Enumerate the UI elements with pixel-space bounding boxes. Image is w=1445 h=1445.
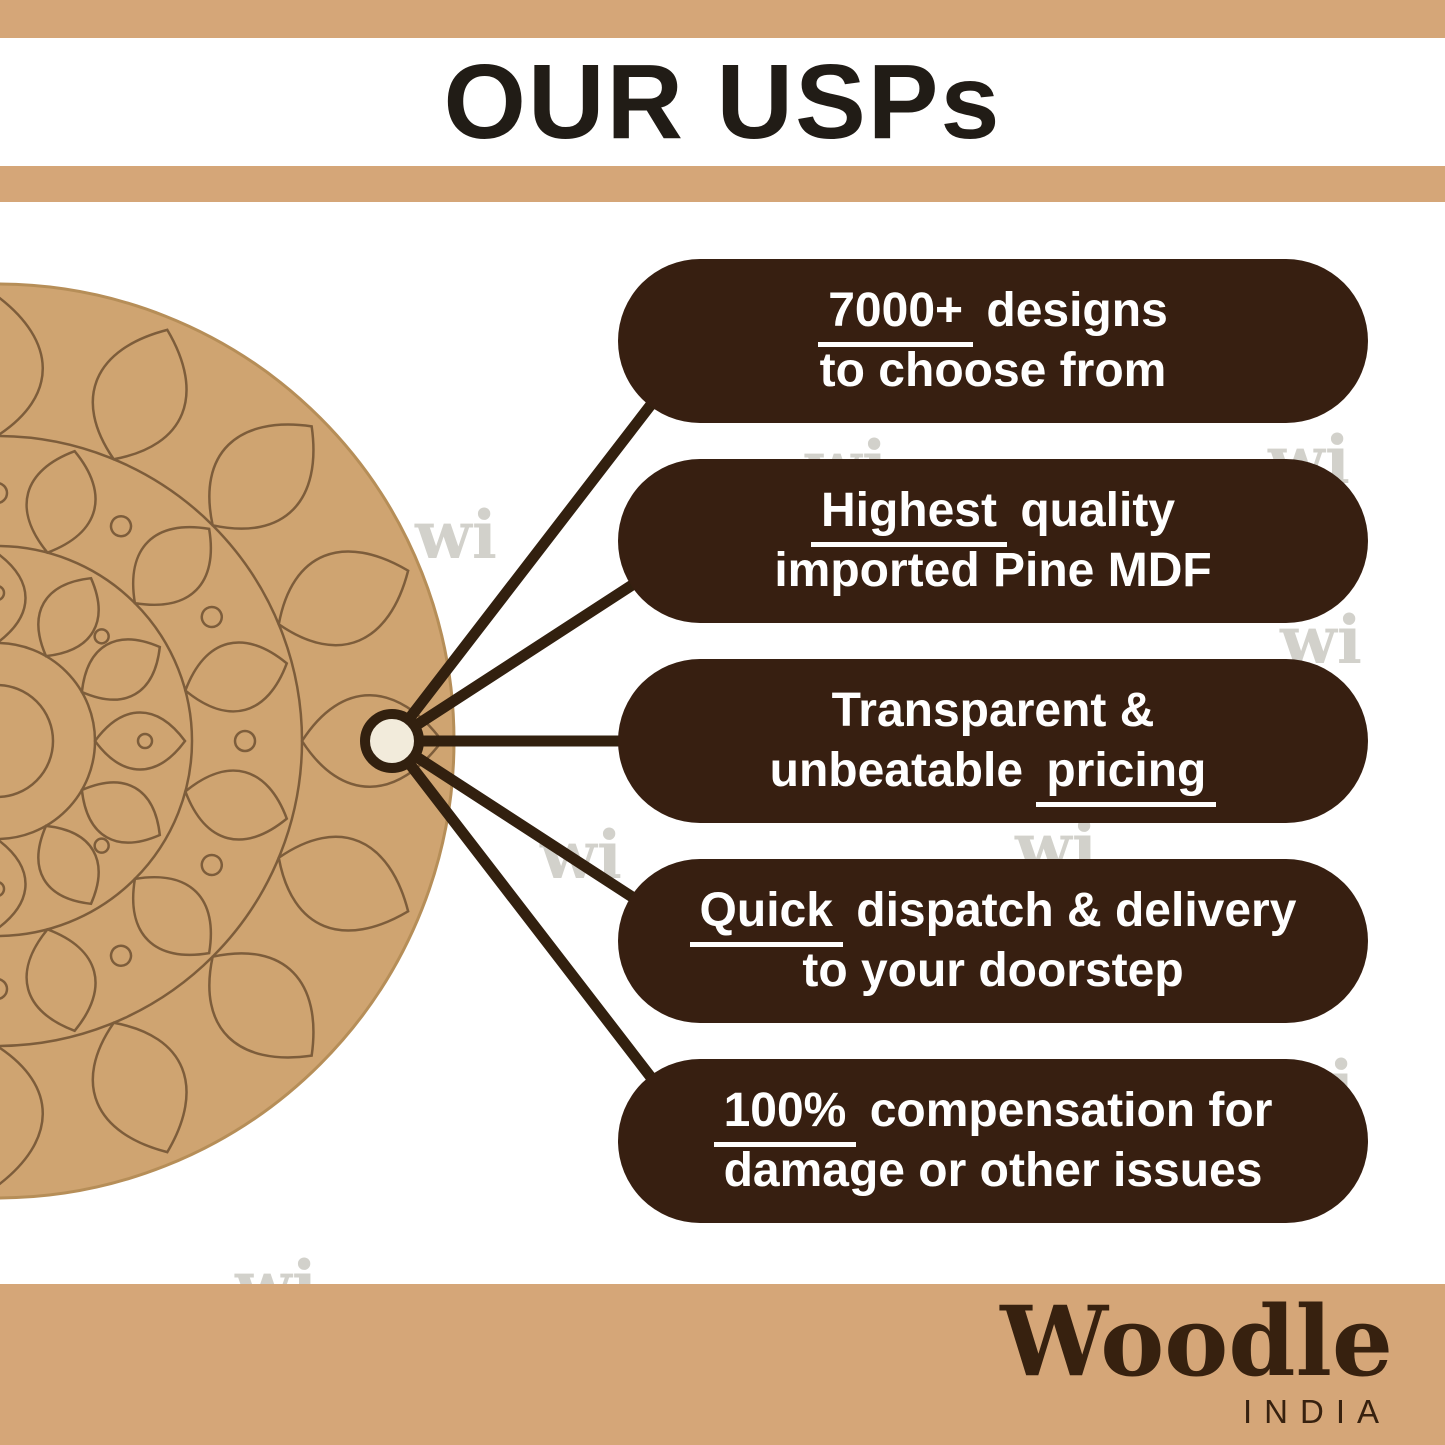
usp-text: quality xyxy=(1006,484,1176,537)
usp-text-underlined: 7000+ xyxy=(818,284,974,347)
usp-line: damage or other issues xyxy=(724,1141,1263,1201)
usp-text: to your doorstep xyxy=(802,944,1184,997)
usp-text: imported Pine MDF xyxy=(774,544,1212,597)
sub-accent-band xyxy=(0,166,1445,202)
usp-text-underlined: pricing xyxy=(1036,744,1217,807)
usp-text-underlined: Quick xyxy=(689,884,843,947)
usp-line: 7000+ designs xyxy=(818,281,1168,347)
usp-bubble-quality: Highest quality imported Pine MDF xyxy=(618,459,1368,623)
usp-line: to choose from xyxy=(820,341,1167,401)
usp-bubble-designs: 7000+ designs to choose from xyxy=(618,259,1368,423)
usp-text: damage or other issues xyxy=(723,1144,1263,1197)
footer-band: Woodle INDIA xyxy=(0,1284,1445,1445)
usp-text-underlined: Highest xyxy=(810,484,1007,547)
usp-line: imported Pine MDF xyxy=(774,541,1211,601)
brand-name: Woodle xyxy=(1000,1285,1393,1399)
top-accent-band xyxy=(0,0,1445,38)
connector-hub xyxy=(360,709,424,773)
brand-logo: Woodle INDIA xyxy=(1000,1293,1393,1431)
usp-text: designs xyxy=(973,284,1168,337)
usp-line: Transparent & xyxy=(832,681,1155,741)
usp-bubble-pricing: Transparent & unbeatable pricing xyxy=(618,659,1368,823)
usp-text: unbeatable xyxy=(769,744,1037,797)
usp-line: 100% compensation for xyxy=(713,1081,1273,1147)
usp-bubble-compensation: 100% compensation for damage or other is… xyxy=(618,1059,1368,1223)
usp-text: dispatch & delivery xyxy=(842,884,1297,937)
usp-text: Transparent & xyxy=(831,684,1155,737)
usp-line: to your doorstep xyxy=(802,941,1183,1001)
page-title: OUR USPs xyxy=(443,42,1002,161)
usp-line: Quick dispatch & delivery xyxy=(689,881,1297,947)
wi-watermark: wi xyxy=(415,496,497,574)
usp-text-underlined: 100% xyxy=(713,1084,857,1147)
usp-line: unbeatable pricing xyxy=(769,741,1217,807)
usp-bubble-dispatch: Quick dispatch & delivery to your doorst… xyxy=(618,859,1368,1023)
brand-country: INDIA xyxy=(1242,1393,1391,1430)
title-band: OUR USPs xyxy=(0,38,1445,166)
usp-line: Highest quality xyxy=(810,481,1176,547)
usp-text: compensation for xyxy=(856,1084,1273,1137)
usp-text: to choose from xyxy=(819,344,1167,397)
